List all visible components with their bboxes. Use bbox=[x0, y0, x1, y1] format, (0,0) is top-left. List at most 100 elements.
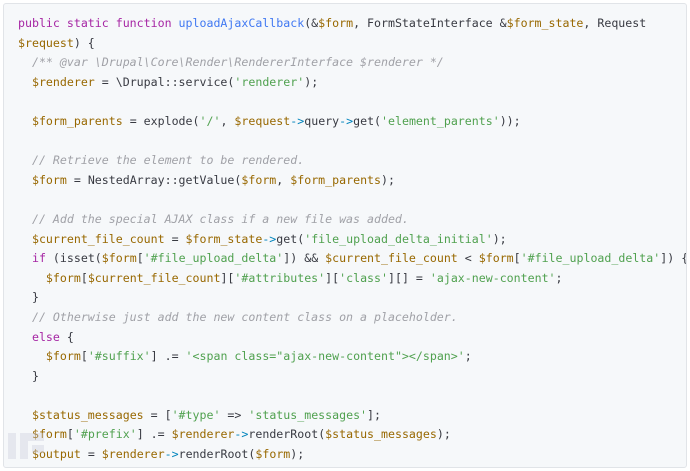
watermark-logo-icon bbox=[8, 433, 44, 459]
code-token: [ bbox=[513, 251, 521, 266]
code-token: ][] = bbox=[388, 270, 430, 285]
code-token: '/' bbox=[199, 113, 221, 128]
code-token bbox=[18, 271, 46, 285]
code-line: $form_parents = explode('/', $request->q… bbox=[18, 112, 680, 132]
code-token: // Add the special AJAX class if a new f… bbox=[18, 211, 409, 226]
code-line bbox=[18, 92, 680, 112]
code-token: (& bbox=[304, 16, 319, 30]
code-token: public static function bbox=[18, 16, 179, 30]
code-token: $renderer bbox=[31, 74, 95, 89]
code-token: $form bbox=[45, 349, 81, 364]
code-token: => bbox=[220, 407, 249, 422]
code-token: } bbox=[18, 290, 39, 305]
code-token: query bbox=[304, 113, 340, 128]
code-token: else bbox=[31, 329, 60, 344]
code-token: , bbox=[276, 172, 291, 187]
code-line: $form[$current_file_count]['#attributes'… bbox=[18, 269, 680, 289]
code-token: $form bbox=[45, 270, 81, 285]
code-token: ]) && bbox=[283, 251, 326, 266]
code-token: get( bbox=[353, 113, 382, 128]
code-token: ) { bbox=[73, 35, 95, 50]
code-token: $form_state bbox=[506, 16, 584, 30]
code-token: if bbox=[31, 251, 46, 266]
code-token: ; bbox=[555, 270, 563, 285]
code-token: ); bbox=[436, 427, 451, 442]
code-block: public static function uploadAjaxCallbac… bbox=[3, 3, 687, 468]
code-token: '#attributes' bbox=[234, 270, 326, 285]
code-token: 'renderer' bbox=[234, 74, 305, 89]
code-token: $form bbox=[31, 427, 67, 442]
code-token: $status_messages bbox=[325, 427, 437, 442]
code-token: -> bbox=[164, 447, 179, 462]
code-token: $form_parents bbox=[290, 172, 382, 187]
code-token: $form bbox=[241, 172, 277, 187]
code-token: '#suffix' bbox=[87, 349, 151, 364]
code-token bbox=[18, 114, 32, 128]
code-token: = \Drupal::service( bbox=[94, 74, 235, 89]
code-token: -> bbox=[234, 427, 249, 442]
code-token: get( bbox=[276, 231, 305, 246]
code-token bbox=[18, 330, 32, 344]
code-token: ); bbox=[381, 172, 395, 187]
code-token: ); bbox=[290, 447, 305, 462]
code-token: ]; bbox=[367, 407, 382, 422]
code-line bbox=[18, 386, 680, 406]
code-token: -> bbox=[339, 113, 354, 128]
code-line: $form = NestedArray::getValue($form, $fo… bbox=[18, 171, 680, 191]
code-listing: public static function uploadAjaxCallbac… bbox=[18, 14, 686, 465]
code-token: 'file_upload_delta_initial' bbox=[304, 231, 493, 246]
code-token: ] .= bbox=[150, 349, 186, 364]
code-line bbox=[18, 190, 680, 210]
code-token: $form bbox=[318, 16, 354, 30]
code-token: [ bbox=[80, 349, 88, 364]
code-token: $form bbox=[255, 447, 291, 462]
code-line: $renderer = \Drupal::service('renderer')… bbox=[18, 73, 680, 93]
code-token: $form bbox=[478, 251, 514, 266]
code-token: , Request bbox=[583, 16, 647, 30]
code-token: $status_messages bbox=[31, 407, 144, 422]
code-token: -> bbox=[262, 231, 277, 246]
code-token: = bbox=[164, 231, 186, 246]
code-token: = [ bbox=[143, 407, 172, 422]
code-token: '#file_upload_delta' bbox=[143, 251, 284, 266]
code-line: $output = $renderer->renderRoot($form); bbox=[18, 445, 680, 465]
code-token: = NestedArray::getValue( bbox=[66, 172, 242, 187]
code-token: $output bbox=[31, 447, 81, 462]
code-token bbox=[18, 251, 32, 265]
code-token bbox=[18, 408, 32, 422]
code-line: // Retrieve the element to be rendered. bbox=[18, 151, 680, 171]
code-token: 'class' bbox=[339, 270, 388, 285]
code-token: } bbox=[18, 368, 39, 383]
code-token: uploadAjaxCallback bbox=[178, 16, 305, 30]
code-token: < bbox=[457, 251, 479, 266]
code-token: = explode( bbox=[122, 113, 200, 128]
code-token: // Otherwise just add the new content cl… bbox=[18, 309, 458, 324]
code-token: /** @var \Drupal\Core\Render\RendererInt… bbox=[18, 55, 444, 70]
code-token: ] .= bbox=[136, 427, 172, 442]
code-line: else { bbox=[18, 328, 680, 348]
code-token: [ bbox=[136, 251, 144, 266]
code-token: 'element_parents' bbox=[381, 113, 500, 128]
code-line: if (isset($form['#file_upload_delta']) &… bbox=[18, 249, 686, 269]
code-line: /** @var \Drupal\Core\Render\RendererInt… bbox=[18, 53, 680, 73]
code-token: $request bbox=[234, 113, 291, 128]
code-token: { bbox=[59, 329, 74, 344]
code-token: ][ bbox=[220, 270, 235, 285]
code-line: $status_messages = ['#type' => 'status_m… bbox=[18, 406, 680, 426]
code-token: $current_file_count bbox=[325, 251, 458, 266]
code-line bbox=[18, 132, 680, 152]
code-token: $form bbox=[31, 172, 67, 187]
code-token: $current_file_count bbox=[31, 231, 165, 246]
code-token: -> bbox=[290, 113, 305, 128]
code-token: , FormStateInterface & bbox=[353, 16, 507, 30]
code-line: $request) { bbox=[18, 34, 680, 54]
code-token: '#file_upload_delta' bbox=[520, 251, 661, 266]
code-token: '#type' bbox=[171, 407, 221, 422]
code-token: '#prefix' bbox=[73, 427, 137, 442]
code-token: $renderer bbox=[101, 447, 165, 462]
code-token: renderRoot( bbox=[248, 427, 326, 442]
code-token: $form bbox=[101, 251, 137, 266]
code-token bbox=[18, 75, 32, 89]
code-token: , bbox=[220, 113, 235, 128]
code-token: ); bbox=[492, 231, 507, 246]
